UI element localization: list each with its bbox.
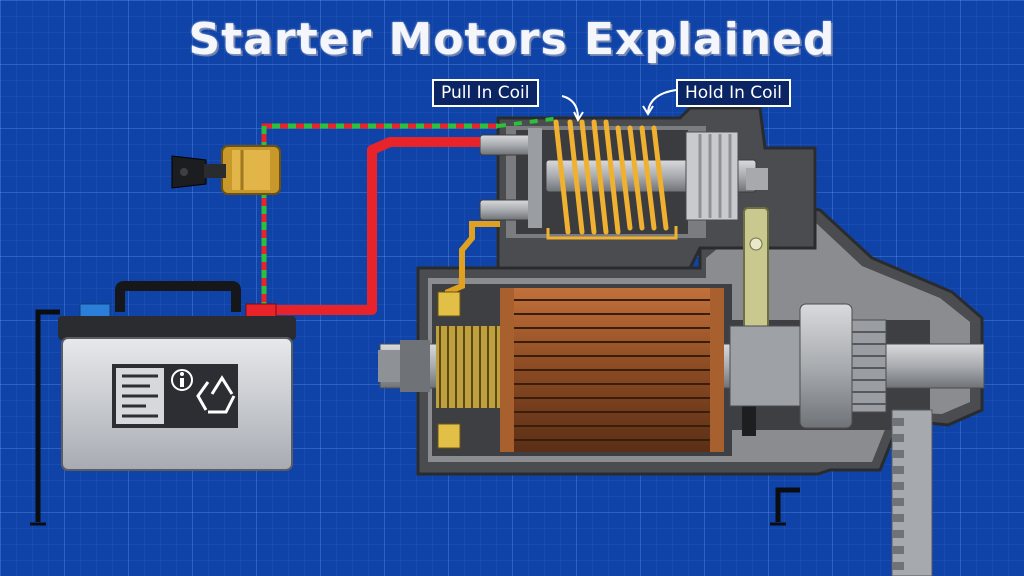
brush-lower bbox=[437, 423, 461, 449]
ignition-switch bbox=[221, 145, 281, 195]
page-title: Starter Motors Explained bbox=[188, 14, 836, 65]
hold-in-coil-label: Hold In Coil bbox=[676, 79, 792, 107]
pinion-gear bbox=[851, 319, 887, 413]
ignition-control-wire bbox=[261, 116, 561, 310]
flywheel-ring-gear bbox=[891, 409, 933, 576]
hold-in-coil bbox=[615, 125, 669, 231]
positive-cable bbox=[262, 137, 480, 315]
coil-return-wire bbox=[546, 226, 678, 240]
brush-upper bbox=[437, 291, 461, 317]
armature-winding bbox=[500, 288, 724, 452]
battery bbox=[58, 281, 296, 471]
ignition-key-icon bbox=[171, 155, 226, 189]
pull-in-coil bbox=[553, 119, 621, 235]
info-icon bbox=[171, 369, 193, 391]
commutator bbox=[436, 326, 500, 408]
pull-in-coil-label: Pull In Coil bbox=[432, 79, 539, 107]
ground-wire bbox=[30, 309, 800, 526]
overrunning-clutch bbox=[729, 303, 853, 429]
recycle-icon bbox=[196, 375, 236, 414]
